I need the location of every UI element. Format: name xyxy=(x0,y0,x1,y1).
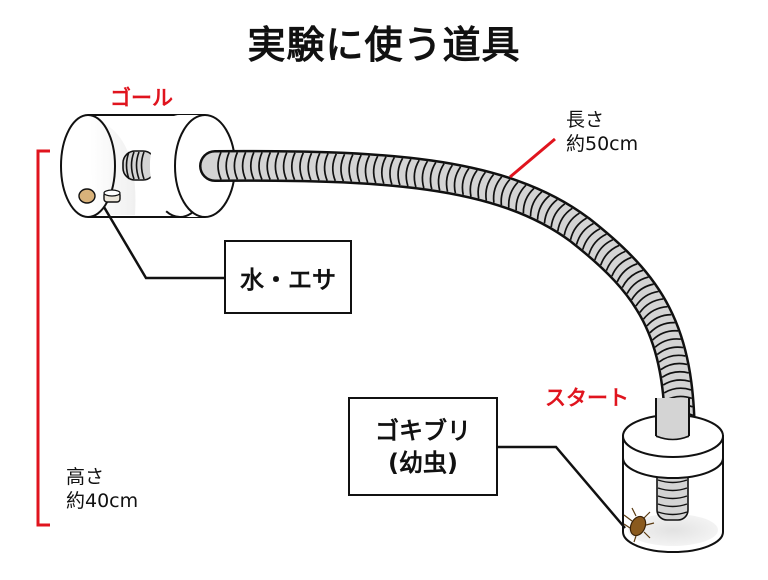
start-label: スタート xyxy=(545,386,629,410)
hose-rib xyxy=(340,153,346,182)
hose-rib xyxy=(249,152,255,180)
hose-rib xyxy=(563,212,580,236)
height-note: 高さ 約40cm xyxy=(66,465,138,513)
cockroach-text-line2: (幼虫) xyxy=(388,448,458,477)
hose-rib xyxy=(225,152,231,180)
hose-rib xyxy=(323,153,329,181)
water-food-leader xyxy=(102,206,225,280)
hose-rib xyxy=(663,387,692,394)
water-food-text: 水・エサ xyxy=(240,265,336,294)
hose-rib xyxy=(348,154,354,182)
height-bracket xyxy=(36,149,50,527)
hose-rib xyxy=(492,176,503,203)
hose-rib xyxy=(605,250,626,271)
hose-rib xyxy=(397,157,404,186)
hose-rib xyxy=(594,238,614,261)
hose-rib xyxy=(372,155,379,184)
cockroach-callout: ゴキブリ (幼虫) xyxy=(348,397,498,496)
cockroach-leader xyxy=(496,445,626,529)
hose-rib xyxy=(241,152,247,180)
hose-rib xyxy=(405,158,412,187)
goal-label: ゴール xyxy=(110,86,173,110)
hose-rib xyxy=(654,338,681,348)
hose-rib xyxy=(217,152,222,180)
cockroach-icon xyxy=(623,507,655,543)
hose-rib xyxy=(522,187,535,214)
hose-rib xyxy=(646,313,672,327)
hose-rib xyxy=(485,173,495,201)
hose-rib xyxy=(515,184,527,211)
hose-rib xyxy=(626,276,649,295)
hose-rib xyxy=(290,152,296,181)
hose-rib xyxy=(621,269,644,289)
cockroach-text-line1: ゴキブリ xyxy=(375,416,471,445)
hose-rib xyxy=(507,181,519,208)
length-value: 約50cm xyxy=(566,133,639,155)
hose-rib xyxy=(616,262,638,283)
hose-rib xyxy=(266,152,272,180)
hose-rib xyxy=(635,290,659,307)
hose-rib xyxy=(543,198,558,224)
hose-rib xyxy=(611,256,632,277)
hose-rib xyxy=(469,169,478,197)
hose-rib xyxy=(421,160,429,189)
hose-rib xyxy=(233,152,239,180)
water-dish-icon xyxy=(103,189,121,203)
goal-hose-stub xyxy=(122,150,156,181)
length-note: 長さ 約50cm xyxy=(566,108,638,156)
hose-rib xyxy=(331,153,338,182)
hose-rib xyxy=(639,298,664,314)
length-label: 長さ xyxy=(566,109,605,131)
hose-rib xyxy=(581,227,601,250)
hose-rib xyxy=(660,362,688,371)
hose-rib xyxy=(630,283,654,301)
hose-rib xyxy=(461,167,470,195)
hose-rib xyxy=(453,166,462,194)
hose-rib xyxy=(429,161,437,190)
hose-rib xyxy=(575,222,594,245)
hose-rib xyxy=(642,305,668,320)
hose-rib xyxy=(315,152,321,181)
page-title: 実験に使う道具 xyxy=(247,23,521,67)
hose-rib xyxy=(299,152,305,181)
hose-rib xyxy=(413,159,420,188)
hose-rib xyxy=(477,171,487,199)
hose-rib xyxy=(364,155,371,183)
hose-rib xyxy=(529,191,543,217)
hose-rib xyxy=(588,233,607,255)
hose-rib xyxy=(556,207,573,232)
hose-rib xyxy=(258,152,263,180)
hose-rib xyxy=(658,354,686,363)
length-pointer xyxy=(509,137,556,179)
goal-cylinder-icon xyxy=(60,114,236,218)
food-pellet-icon xyxy=(78,188,96,204)
hose-rib xyxy=(282,152,288,180)
hose-rib xyxy=(569,217,588,240)
hose-rib xyxy=(662,379,691,386)
hose-rib xyxy=(500,178,511,206)
water-food-callout: 水・エサ xyxy=(224,240,352,314)
hose-rib xyxy=(380,156,387,184)
hose-rib xyxy=(307,152,313,181)
height-value: 約40cm xyxy=(66,490,139,512)
hose-rib xyxy=(649,321,675,334)
hose-rib xyxy=(599,244,620,266)
hose-rib xyxy=(356,154,362,183)
hose-rib xyxy=(389,157,396,185)
hose-rib xyxy=(437,163,445,191)
height-label: 高さ xyxy=(66,466,105,488)
hose-rib xyxy=(536,194,551,220)
hose-rib xyxy=(661,370,689,379)
hose-rib xyxy=(652,329,679,341)
hose-rib xyxy=(656,346,684,356)
start-jar-icon xyxy=(622,398,724,553)
hose-rib xyxy=(445,164,454,192)
hose-rib xyxy=(550,203,566,228)
hose-rib xyxy=(274,152,280,180)
